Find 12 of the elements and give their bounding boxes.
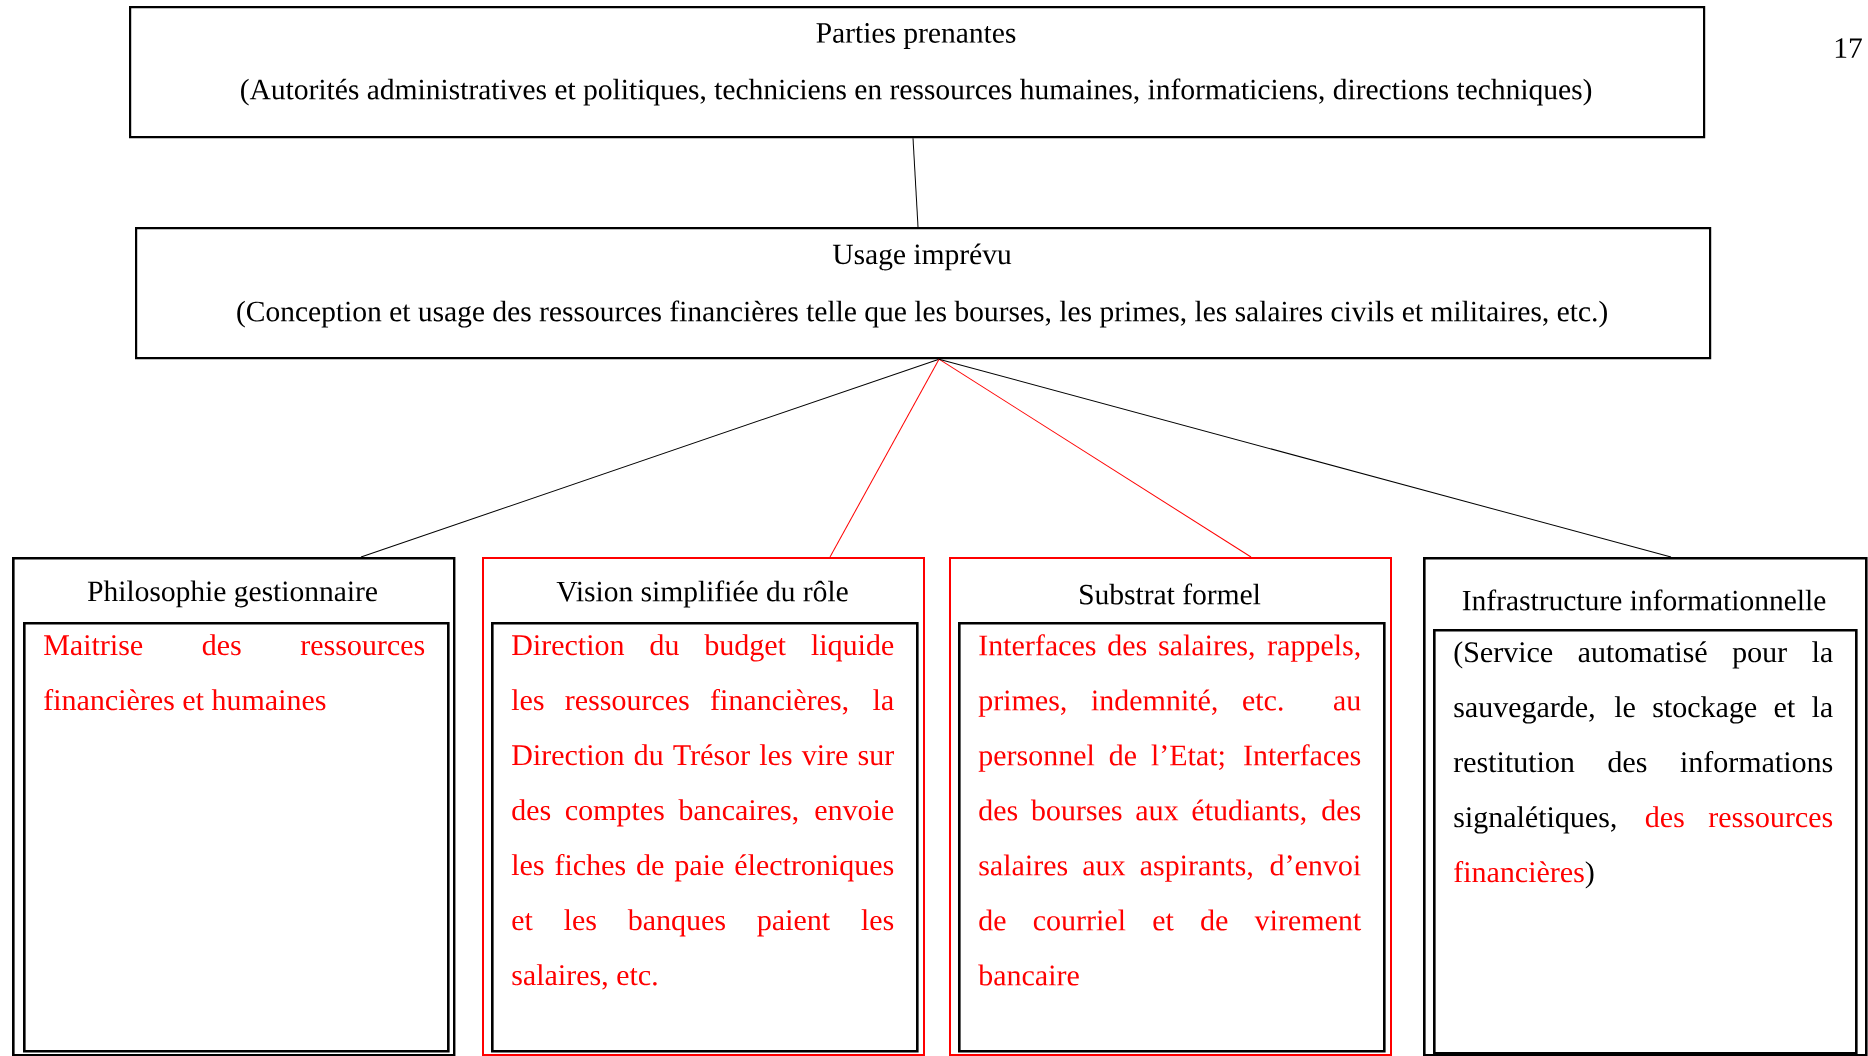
connector-line xyxy=(360,358,940,558)
heading-box: Usage imprévu (Conception et usage des ressources financières telle que les bourses, les primes, les salaires civils et militaires, etc.) xyxy=(135,227,1712,360)
text-box: Interfaces des salaires, rappels, primes, indemnité, etc. au personnel de l’Etat; Interfaces des bourses aux étudiants, des salaires aux aspirants, d’envoi de courriel et de virement bancaire xyxy=(958,622,1386,1053)
connector-line xyxy=(912,137,919,228)
page-number: 17 xyxy=(1835,38,1862,58)
connector-line xyxy=(829,358,940,558)
heading-box: Parties prenantes (Autorités administratives et politiques, techniciens en ressources humaines, informaticiens, directions techniques) xyxy=(129,6,1706,139)
connector-line xyxy=(938,358,1672,558)
text-box: Maitrise des ressources financières et humaines xyxy=(23,622,450,1053)
text-box: Direction du budget liquide les ressources financières, la Direction du Trésor les vire sur des comptes bancaires, envoie les fiches de paie électroniques et les banques paient les salaires, etc. xyxy=(491,622,919,1053)
connector-line xyxy=(938,358,1252,558)
text-box: (Service automatisé pour la sauvegarde, le stockage et la restitution des informations signalétiques, des ressources financières) xyxy=(1433,629,1858,1055)
